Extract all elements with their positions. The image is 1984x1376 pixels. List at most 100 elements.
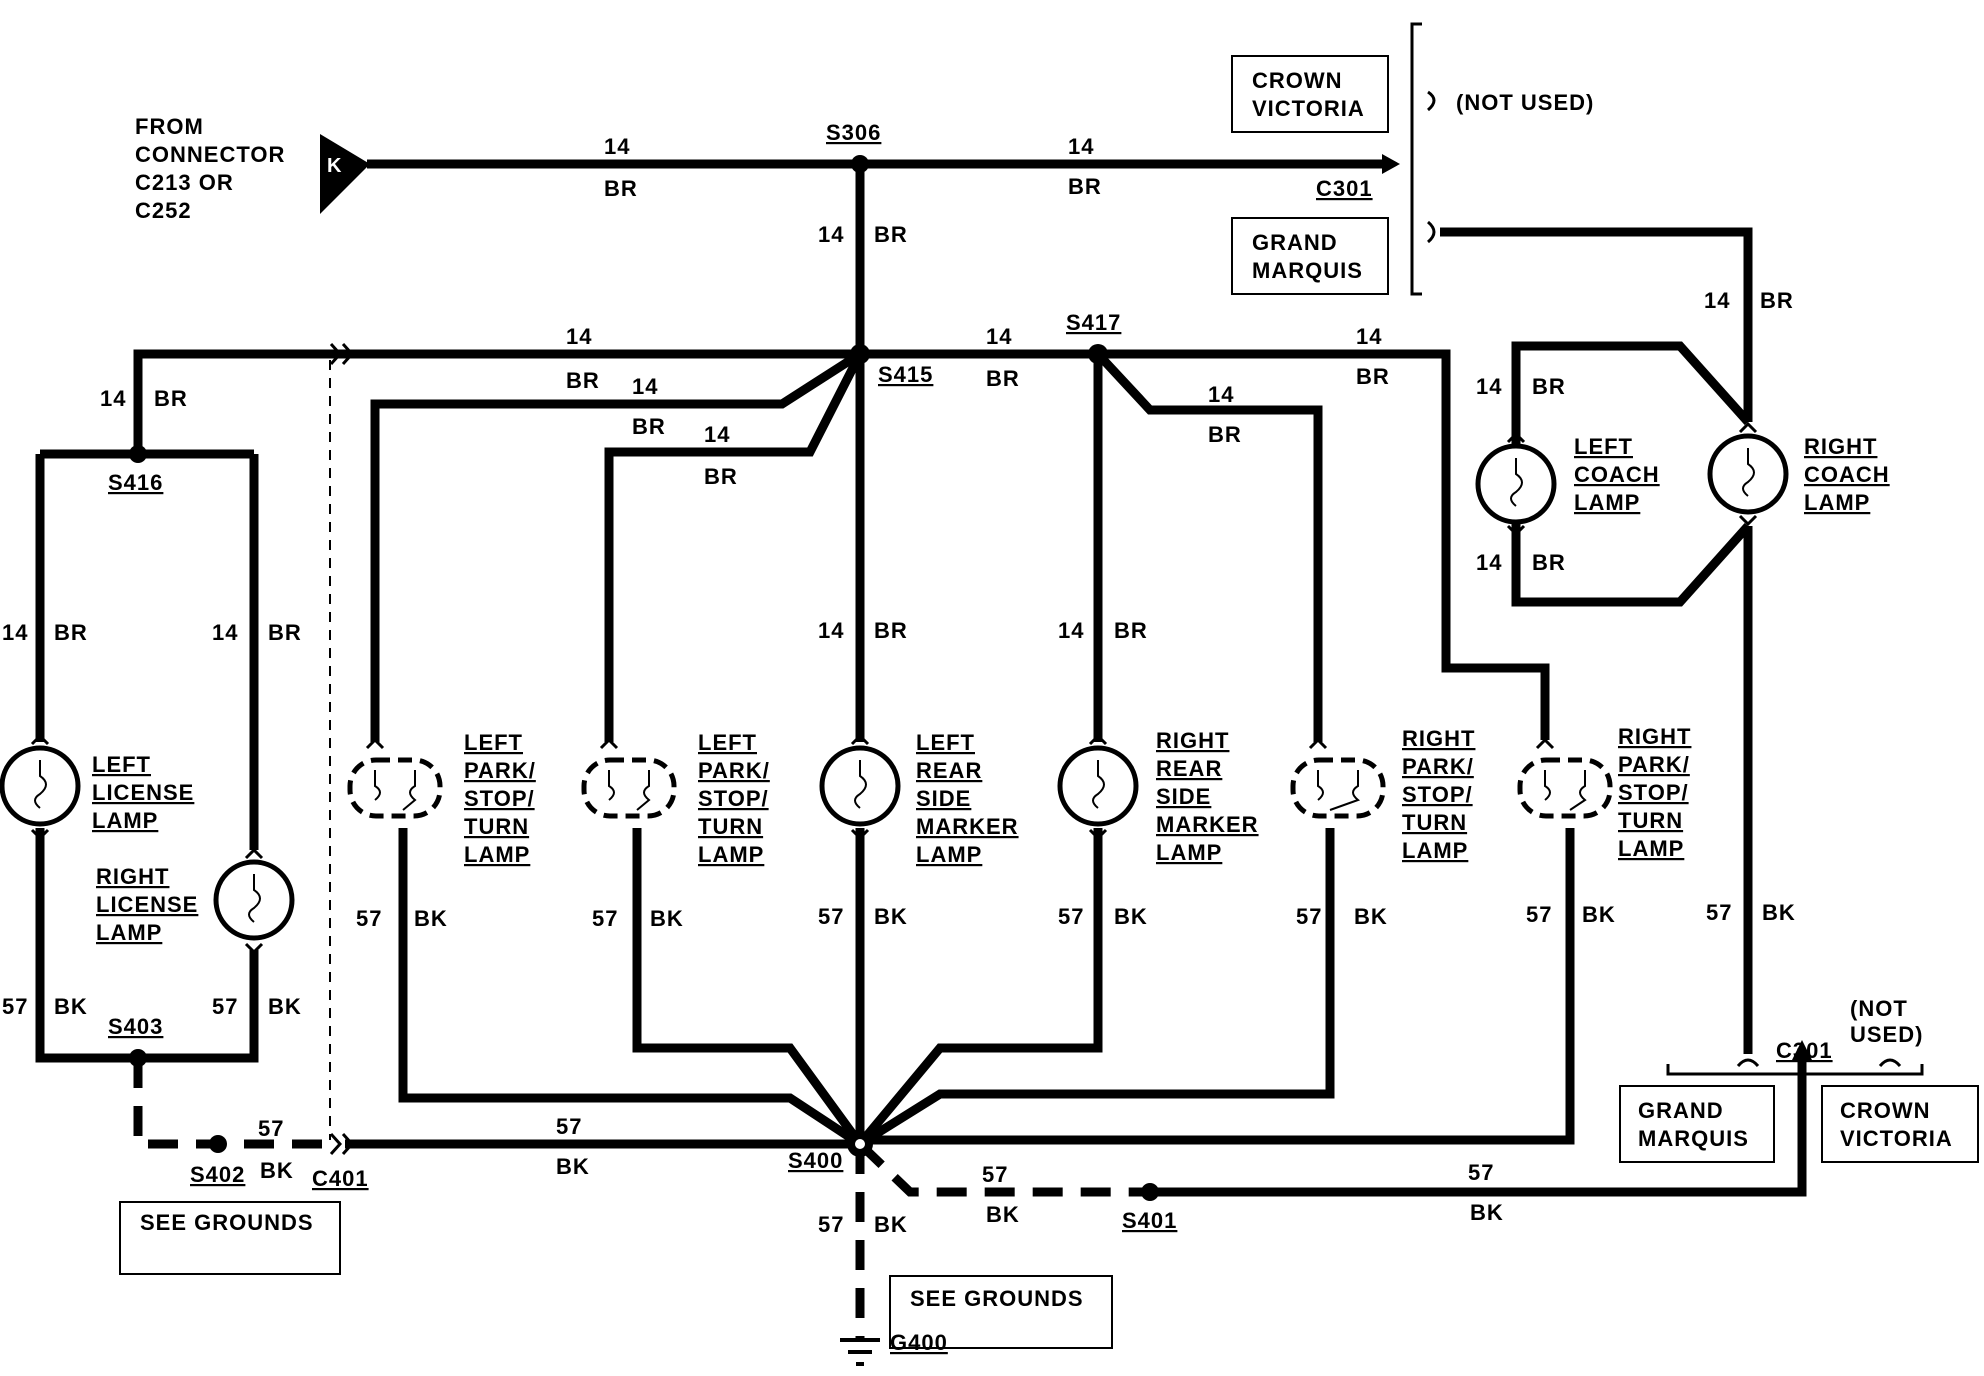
- c401-top-chevron: [329, 342, 355, 366]
- right-pst-lamp-2-body: [1517, 757, 1613, 819]
- g-bus-6: 14: [1356, 324, 1382, 349]
- lrsm-l4: MARKER: [916, 814, 1019, 839]
- right-pst-1-label: RIGHT PARK/ STOP/ TURN LAMP: [1402, 726, 1475, 863]
- rl-l3: LAMP: [96, 920, 162, 945]
- rrsm-l1: RIGHT: [1156, 728, 1229, 753]
- rc-l2: COACH: [1804, 462, 1890, 487]
- left-coach-lamp-terminal-bottom: [1506, 524, 1526, 537]
- wire-rpst1-gnd: [857, 828, 1335, 1148]
- g-rl-dn: 57: [212, 994, 238, 1019]
- c-s402: BK: [260, 1158, 294, 1183]
- c-rpst2-dn: BK: [1582, 902, 1616, 927]
- see-grounds-center-box: [889, 1275, 1113, 1349]
- right-pst-lamp-1: [1290, 737, 1386, 819]
- g-feed-2: 14: [1068, 134, 1094, 159]
- not-used-top: (NOT USED): [1456, 90, 1594, 115]
- rrsm-lamp-filament: [1092, 760, 1105, 809]
- c-ll-up: BR: [54, 620, 88, 645]
- wire-s415-lpst1: [370, 350, 863, 742]
- left-pst-lamp-1-body: [347, 757, 443, 819]
- left-coach-lamp: [1475, 431, 1557, 537]
- c301-bottom-bracket: [1666, 1064, 1924, 1076]
- wire-s400-s401: [856, 1140, 1150, 1197]
- g-s416-feed: 14: [100, 386, 126, 411]
- right-pst-lamp-1-filament-2: [1329, 770, 1361, 811]
- wire-coach-bottom-loop: [1511, 522, 1752, 607]
- crown-victoria-top-l1: CROWN: [1252, 68, 1343, 93]
- rp1-l5: LAMP: [1402, 838, 1468, 863]
- g-lrsm-dn: 57: [818, 904, 844, 929]
- lp1-l1: LEFT: [464, 730, 523, 755]
- c-s306-down: BR: [874, 222, 908, 247]
- left-license-lamp: [0, 733, 81, 841]
- c301-bottom-group: C301 (NOT USED) GRAND MARQUIS CROWN VICT…: [1619, 996, 1979, 1163]
- label-c401: C401: [312, 1166, 369, 1191]
- wire-s403-s402: [133, 1058, 330, 1149]
- left-license-label: LEFT LICENSE LAMP: [92, 752, 193, 833]
- left-pst-lamp-1-terminal: [365, 737, 385, 750]
- g-ll-up: 14: [2, 620, 28, 645]
- lamp-labels: LEFT LICENSE LAMP RIGHT LICENSE LAMP LEF…: [92, 434, 1890, 945]
- wire-s417-rpst1: [1094, 350, 1323, 742]
- right-pst-lamp-2-terminal: [1535, 737, 1555, 750]
- rrsm-lamp-terminal-bottom: [1088, 828, 1108, 841]
- c-s401: BK: [986, 1202, 1020, 1227]
- label-s416: S416: [108, 470, 163, 495]
- g-rrsm-dn: 57: [1058, 904, 1084, 929]
- left-pst-lamp-2-filament-2: [636, 770, 651, 811]
- connector-k-triangle: [320, 134, 370, 214]
- c-lrsm-up: BR: [874, 618, 908, 643]
- label-s401: S401: [1122, 1208, 1177, 1233]
- right-pst-lamp-2-filament-2: [1569, 770, 1587, 811]
- right-rear-side-marker-lamp: [1057, 733, 1139, 841]
- lp2-l5: LAMP: [698, 842, 764, 867]
- right-pst-lamp-1-body: [1290, 757, 1386, 819]
- rp2-l1: RIGHT: [1618, 724, 1691, 749]
- crown-victoria-bottom-l1: CROWN: [1840, 1098, 1931, 1123]
- lrsm-lamp-terminal-bottom: [850, 828, 870, 841]
- c-coach-dn: BK: [1762, 900, 1796, 925]
- right-pst-lamp-1-terminal: [1308, 737, 1328, 750]
- rp2-l2: PARK/: [1618, 752, 1690, 777]
- see-grounds-left: SEE GROUNDS: [140, 1210, 314, 1235]
- lrsm-l5: LAMP: [916, 842, 982, 867]
- g-rrsm-up: 14: [1058, 618, 1084, 643]
- grand-marquis-top-box: [1231, 217, 1389, 295]
- right-license-lamp-body: [213, 859, 295, 941]
- arrow-c301-bottom: [1792, 1040, 1812, 1060]
- left-license-lamp-terminal-bottom: [30, 828, 50, 841]
- wire-coach-top-loop: [1511, 341, 1752, 444]
- c-bus-2: BR: [632, 414, 666, 439]
- c-feed-2: BR: [1068, 174, 1102, 199]
- wire-c301-coach: [1440, 227, 1753, 422]
- right-pst-lamp-2-filament-1: [1544, 770, 1551, 801]
- lp1-l4: TURN: [464, 814, 529, 839]
- connector-k-letter: K: [327, 155, 342, 177]
- c301-bottom-notused-mark: [1878, 1058, 1902, 1068]
- splice-s416-dot: [129, 445, 147, 463]
- g-lpst2-dn: 57: [592, 906, 618, 931]
- g-bus-4: 14: [986, 324, 1012, 349]
- wire-lpst2-gnd: [632, 828, 864, 1147]
- right-pst-2-label: RIGHT PARK/ STOP/ TURN LAMP: [1618, 724, 1691, 861]
- c-lcoach-up: BR: [1532, 374, 1566, 399]
- splice-s400-center: [855, 1139, 865, 1149]
- g-bus-3: 14: [704, 422, 730, 447]
- label-s400: S400: [788, 1148, 843, 1173]
- c-bus-3: BR: [704, 464, 738, 489]
- c-s401-c301: BK: [1470, 1200, 1504, 1225]
- g-bus-1: 14: [566, 324, 592, 349]
- ground-symbol: [840, 1338, 880, 1366]
- right-license-lamp: [213, 847, 295, 955]
- c-rrsm-dn: BK: [1114, 904, 1148, 929]
- g-s402: 57: [258, 1116, 284, 1141]
- c-lrsm-dn: BK: [874, 904, 908, 929]
- lamps: [0, 421, 1789, 955]
- lrsm-lamp-filament: [854, 760, 867, 809]
- rp1-l1: RIGHT: [1402, 726, 1475, 751]
- left-rear-side-marker-lamp: [819, 733, 901, 841]
- right-coach-lamp-filament: [1742, 448, 1755, 497]
- c301-top-label: C301: [1316, 176, 1373, 201]
- c-c401: BK: [556, 1154, 590, 1179]
- rp2-l4: TURN: [1618, 808, 1683, 833]
